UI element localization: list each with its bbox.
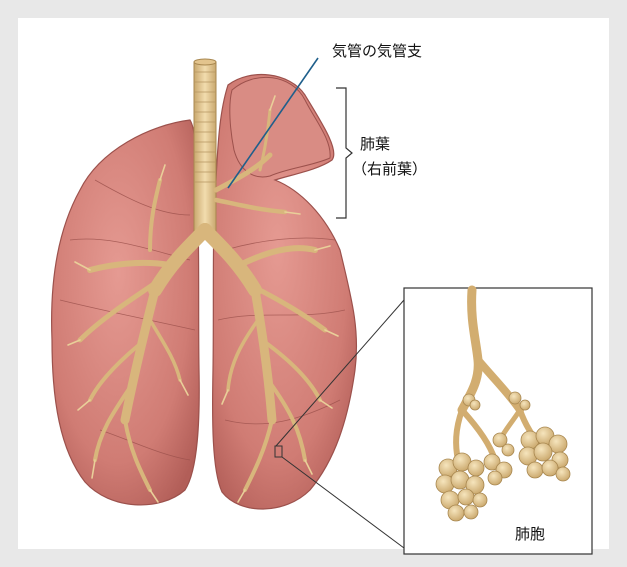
lobe-sub-label: （右前葉） — [352, 158, 427, 179]
bronchus-label: 気管の気管支 — [332, 40, 422, 61]
callout-line-bottom — [282, 457, 404, 548]
left-lung — [52, 120, 200, 505]
trachea — [194, 59, 216, 237]
alveoli-inset — [404, 288, 592, 554]
lobe-bracket — [336, 88, 352, 218]
alveoli-label: 肺胞 — [515, 523, 545, 544]
right-upper-lobe — [230, 77, 330, 177]
lobe-label: 肺葉 — [360, 133, 390, 154]
